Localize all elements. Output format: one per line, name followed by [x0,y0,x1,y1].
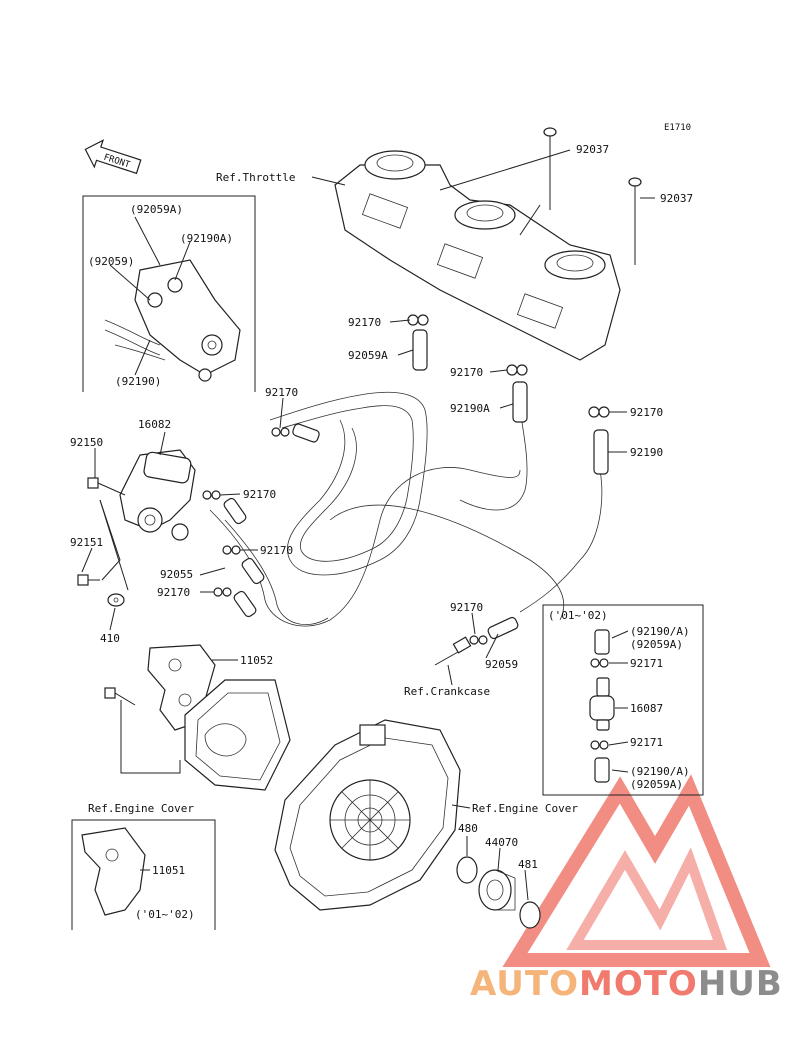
label-ref-throttle: Ref.Throttle [216,171,295,184]
hose-92190 [593,429,609,475]
label-44070: 44070 [485,836,518,849]
label-11052: 11052 [240,654,273,667]
label-inset-92190A-2: (92190/A) [630,765,690,778]
label-92170-7: 92170 [157,586,190,599]
thermostat-16087 [589,677,615,731]
label-92190A-inset: (92190A) [180,232,233,245]
bolt-92037-b [628,177,642,265]
label-480: 480 [458,822,478,835]
label-inset-92171-1: 92171 [630,657,663,670]
label-92190A: 92190A [450,402,490,415]
hose-92059 [487,616,519,640]
snap-ring-481 [519,901,541,929]
inset-hose-bottom [594,757,610,783]
label-92059: 92059 [485,658,518,671]
front-arrow: FRONT [84,139,142,175]
label-16082: 16082 [138,418,171,431]
watermark-text: AUTOMOTOHUB [470,964,783,1004]
label-481: 481 [518,858,538,871]
snap-ring-480 [456,856,478,884]
label-inset-92059A-1: (92059A) [630,638,683,651]
bolt-92151 [77,574,100,586]
hose-short-3 [241,557,265,585]
label-92059A: 92059A [348,349,388,362]
label-92170-5: 92170 [243,488,276,501]
inset-clamp-bottom [590,740,609,750]
bolt-92150 [87,477,126,496]
label-11051: 11051 [152,864,185,877]
bolt-bracket [104,687,136,706]
clamp-92170-6 [222,545,241,555]
bearing-44070 [478,869,516,911]
label-92151: 92151 [70,536,103,549]
label-ref-engine-cover-left: Ref.Engine Cover [88,802,194,815]
clamp-92170-8 [469,635,488,645]
label-inset-16087: 16087 [630,702,663,715]
bolt-92037-a [543,127,557,210]
label-ref-engine-cover-right: Ref.Engine Cover [472,802,578,815]
inset-bottom-left-frame [71,819,216,930]
label-inset-92190A-1: (92190/A) [630,625,690,638]
hose-92190A [512,381,528,423]
water-pump-detail [104,259,241,382]
hose-short-4 [233,590,257,618]
hose-routing [209,391,603,627]
hose-92059A [412,329,428,371]
label-92170-4: 92170 [265,386,298,399]
label-years-inset-right: ('01~'02) [548,609,608,622]
label-inset-92171-2: 92171 [630,736,663,749]
inset-hose-top [594,629,610,655]
clamp-92170-4 [271,427,290,437]
watermark-logo [502,774,771,967]
clamp-92170-3 [588,406,610,418]
bracket-11051 [81,827,146,916]
diagram-code: E1710 [664,123,691,133]
clamp-92170-5 [202,490,221,500]
label-92190: 92190 [630,446,663,459]
label-92170-3: 92170 [630,406,663,419]
hose-short-2 [223,497,247,525]
label-inset-92059A-2: (92059A) [630,778,683,791]
hose-short-1 [292,423,320,443]
label-92170-8: 92170 [450,601,483,614]
fitting-crankcase [434,636,472,666]
label-92055: 92055 [160,568,193,581]
label-92170-2: 92170 [450,366,483,379]
label-92170-1: 92170 [348,316,381,329]
washer-410 [107,593,125,607]
throttle-manifold [334,150,621,361]
label-ref-crankcase: Ref.Crankcase [404,685,490,698]
inset-top-left-frame [82,195,256,392]
clamp-92170-1 [407,314,429,326]
part-labels: E1710 Ref.Throttle 92037 92037 (92059A) … [70,123,693,921]
label-92059-inset: (92059) [88,255,134,268]
inset-clamp-top [590,658,609,668]
label-92170-6: 92170 [260,544,293,557]
engine-cover [274,719,461,911]
clamp-92170-2 [506,364,528,376]
label-92059A-inset: (92059A) [130,203,183,216]
label-92037-b: 92037 [660,192,693,205]
label-410: 410 [100,632,120,645]
label-92190-inset: (92190) [115,375,161,388]
leader-lines [81,149,655,901]
label-92150: 92150 [70,436,103,449]
clamp-92170-7 [213,587,232,597]
cover-gasket [184,679,291,791]
label-years-inset-bottom: ('01~'02) [135,908,195,921]
water-pump-16082 [119,449,196,541]
leader-engine-cover-left [120,700,181,774]
label-92037-a: 92037 [576,143,609,156]
inset-right-frame [542,604,704,796]
